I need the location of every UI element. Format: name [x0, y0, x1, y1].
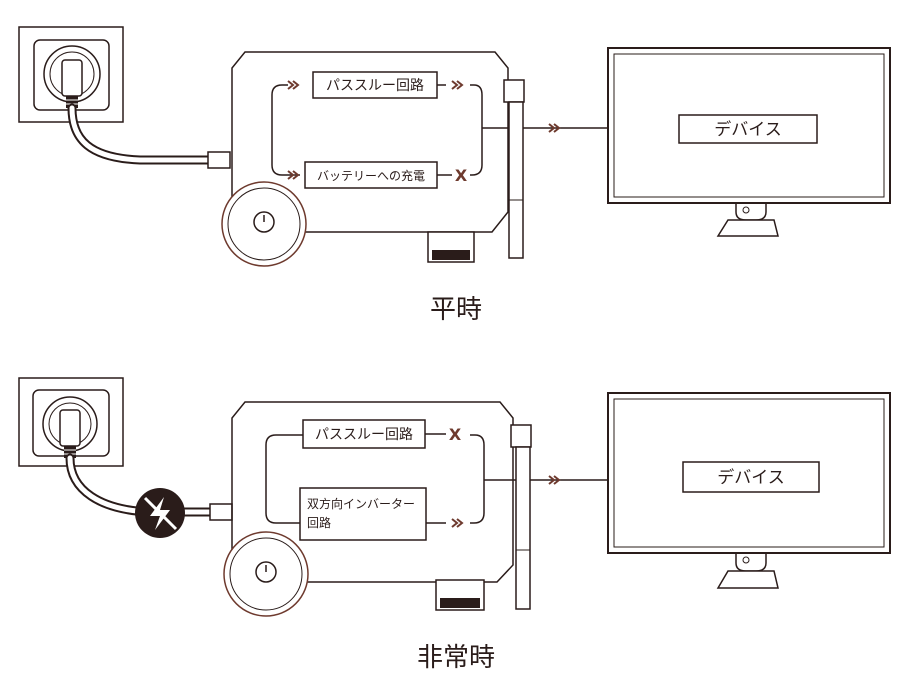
device-box — [682, 461, 820, 493]
passthrough-label: パススルー回路 — [326, 78, 424, 94]
normal-scenario: パススルー回路 バッテリーへの充電 X デバイス 平時 — [18, 26, 891, 325]
scenario-caption: 非常時 — [417, 643, 495, 673]
device-box — [678, 114, 818, 144]
scenario-caption: 平時 — [430, 295, 482, 325]
power-outage-icon — [135, 488, 185, 538]
inverter-label-line1: 双方向インバーター — [307, 496, 415, 511]
battery-charge-label: バッテリーへの充電 — [317, 168, 425, 183]
blocked-mark: X — [449, 425, 462, 444]
device-label: デバイス — [714, 119, 782, 140]
inverter-label-line2: 回路 — [307, 515, 331, 530]
passthrough-label: パススルー回路 — [315, 427, 413, 443]
double-chevron-right-icon — [451, 80, 463, 90]
plug-icon — [59, 409, 81, 458]
emergency-scenario: パススルー回路 X 双方向インバーター 回路 デバイス 非常時 — [18, 377, 891, 673]
battery-charge-box — [304, 161, 438, 189]
device-label: デバイス — [717, 467, 785, 488]
power-station — [221, 51, 608, 267]
power-button-icon — [253, 211, 275, 233]
blocked-mark: X — [455, 166, 468, 185]
power-cable — [67, 103, 215, 165]
double-chevron-right-icon — [287, 80, 299, 90]
double-chevron-right-icon — [451, 518, 463, 528]
inverter-box — [299, 487, 427, 541]
passthrough-box — [302, 419, 426, 449]
power-button-icon — [255, 561, 277, 583]
power-station — [223, 401, 608, 617]
